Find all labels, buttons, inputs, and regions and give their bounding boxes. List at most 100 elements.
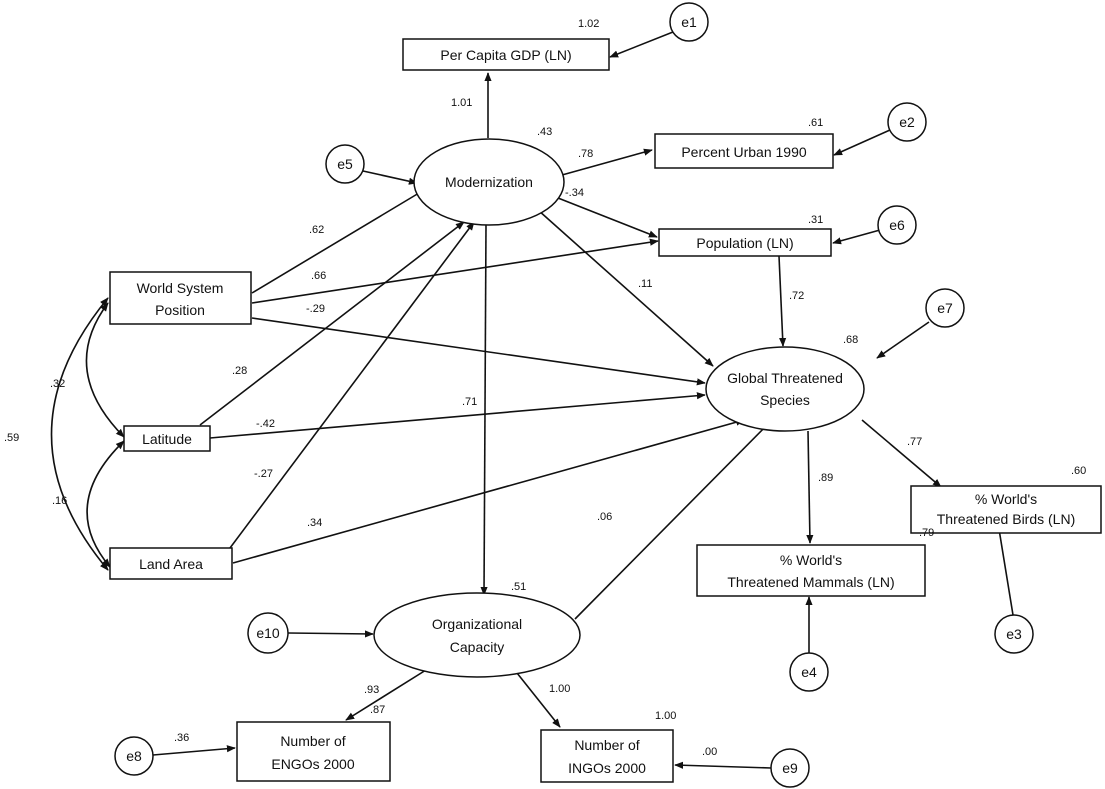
svg-text:INGOs 2000: INGOs 2000 xyxy=(568,760,646,776)
path-coefficients: 1.01 .78 -.34 .11 .71 .62 .66 -.29 .28 -… xyxy=(4,97,922,696)
path-gts-mammals xyxy=(806,430,814,544)
svg-text:% World's: % World's xyxy=(780,552,842,568)
error-e2: e2 xyxy=(887,102,927,142)
coef-mod-gts: .11 xyxy=(638,278,652,290)
r2-org-capacity: .51 xyxy=(511,581,526,593)
cov-latitude-land xyxy=(86,440,125,568)
svg-text:Position: Position xyxy=(155,302,205,318)
coef-pop-gts: .72 xyxy=(789,290,804,302)
node-per-capita-gdp: Per Capita GDP (LN) xyxy=(402,38,610,71)
node-engos: Number of ENGOs 2000 xyxy=(236,721,391,782)
path-org-ingos xyxy=(516,672,561,728)
svg-text:Percent Urban 1990: Percent Urban 1990 xyxy=(681,144,807,160)
path-modernization-gts xyxy=(537,209,714,367)
r2-labels: 1.02 .61 .31 .43 .68 .60 .79 .51 .87 1.0… xyxy=(174,18,1086,758)
error-e4: e4 xyxy=(789,652,829,692)
coef-ws-pop: .66 xyxy=(311,270,326,282)
coef-org-gts: .06 xyxy=(597,511,612,523)
coef-land-gts: .34 xyxy=(307,517,322,529)
path-latitude-modernization xyxy=(199,221,465,426)
coef-mod-gdp: 1.01 xyxy=(451,97,472,109)
r2-population: .31 xyxy=(808,214,823,226)
path-e7 xyxy=(876,321,930,359)
r2-global-threatened: .68 xyxy=(843,334,858,346)
path-gts-birds xyxy=(861,419,942,488)
svg-text:Population (LN): Population (LN) xyxy=(696,235,793,251)
coef-ws-mod: .62 xyxy=(309,224,324,236)
svg-text:Capacity: Capacity xyxy=(450,639,504,655)
svg-text:Per Capita GDP (LN): Per Capita GDP (LN) xyxy=(440,47,571,63)
node-population: Population (LN) xyxy=(658,228,832,257)
node-latitude: Latitude xyxy=(123,425,211,452)
r2-engos: .87 xyxy=(370,704,385,716)
error-e1: e1 xyxy=(669,2,709,42)
coef-mod-org: .71 xyxy=(462,396,477,408)
path-e3 xyxy=(995,522,1014,616)
svg-text:Number of: Number of xyxy=(280,733,345,749)
coef-gts-mammals: .89 xyxy=(818,472,833,484)
svg-text:% World's: % World's xyxy=(975,491,1037,507)
error-e10: e10 xyxy=(247,612,289,654)
path-e1 xyxy=(609,29,679,58)
error-e8: e8 xyxy=(114,736,154,776)
coef-cov-ws-lat: .32 xyxy=(50,378,65,390)
error-e5: e5 xyxy=(325,144,365,184)
path-e9 xyxy=(674,761,772,769)
svg-text:Latitude: Latitude xyxy=(142,431,192,447)
svg-text:e2: e2 xyxy=(899,114,915,130)
path-land-gts xyxy=(232,418,745,564)
node-percent-urban: Percent Urban 1990 xyxy=(654,133,834,169)
path-org-engos xyxy=(345,669,427,721)
node-modernization: Modernization xyxy=(413,138,565,226)
node-threatened-mammals: % World's Threatened Mammals (LN) xyxy=(696,544,926,597)
coef-lat-mod: .28 xyxy=(232,365,247,377)
path-modernization-org xyxy=(480,224,488,596)
paths xyxy=(50,29,1014,769)
svg-text:e4: e4 xyxy=(801,664,817,680)
error-e9: e9 xyxy=(770,748,810,788)
coef-mod-pop: -.34 xyxy=(565,187,584,199)
node-organizational-capacity: Organizational Capacity xyxy=(373,592,581,678)
error-e6: e6 xyxy=(877,205,917,245)
svg-text:e1: e1 xyxy=(681,14,697,30)
node-land-area: Land Area xyxy=(109,547,233,580)
coef-lat-gts: -.42 xyxy=(256,418,275,430)
svg-text:e7: e7 xyxy=(937,300,953,316)
value-e9: .00 xyxy=(702,746,717,758)
r2-mammals: .79 xyxy=(919,527,934,539)
path-land-modernization xyxy=(229,221,475,549)
svg-text:World System: World System xyxy=(137,280,224,296)
svg-text:e10: e10 xyxy=(256,625,280,641)
r2-modernization: .43 xyxy=(537,126,552,138)
path-latitude-gts xyxy=(209,392,706,439)
cov-ws-latitude xyxy=(85,302,125,438)
svg-text:e5: e5 xyxy=(337,156,353,172)
svg-text:e6: e6 xyxy=(889,217,905,233)
coef-mod-urban: .78 xyxy=(578,148,593,160)
path-e2 xyxy=(833,129,891,156)
svg-text:Global Threatened: Global Threatened xyxy=(727,370,843,386)
svg-text:Organizational: Organizational xyxy=(432,616,522,632)
svg-text:ENGOs 2000: ENGOs 2000 xyxy=(271,756,354,772)
r2-ingos: 1.00 xyxy=(655,710,676,722)
node-global-threatened-species: Global Threatened Species xyxy=(705,346,865,432)
coef-ws-gts: -.29 xyxy=(306,303,325,315)
svg-text:Species: Species xyxy=(760,392,810,408)
r2-birds: .60 xyxy=(1071,465,1086,477)
svg-text:Modernization: Modernization xyxy=(445,174,533,190)
value-e8: .36 xyxy=(174,732,189,744)
path-modernization-population xyxy=(557,197,658,238)
path-population-gts xyxy=(778,255,787,347)
path-e10 xyxy=(287,630,374,638)
node-threatened-birds: % World's Threatened Birds (LN) xyxy=(910,485,1102,534)
path-ws-population xyxy=(251,238,659,304)
svg-text:Threatened Mammals (LN): Threatened Mammals (LN) xyxy=(727,574,894,590)
svg-text:e3: e3 xyxy=(1006,626,1022,642)
node-ingos: Number of INGOs 2000 xyxy=(540,729,674,783)
node-world-system-position: World System Position xyxy=(109,271,252,325)
svg-text:e9: e9 xyxy=(782,760,798,776)
coef-land-mod: -.27 xyxy=(254,468,273,480)
path-org-gts xyxy=(574,417,775,620)
